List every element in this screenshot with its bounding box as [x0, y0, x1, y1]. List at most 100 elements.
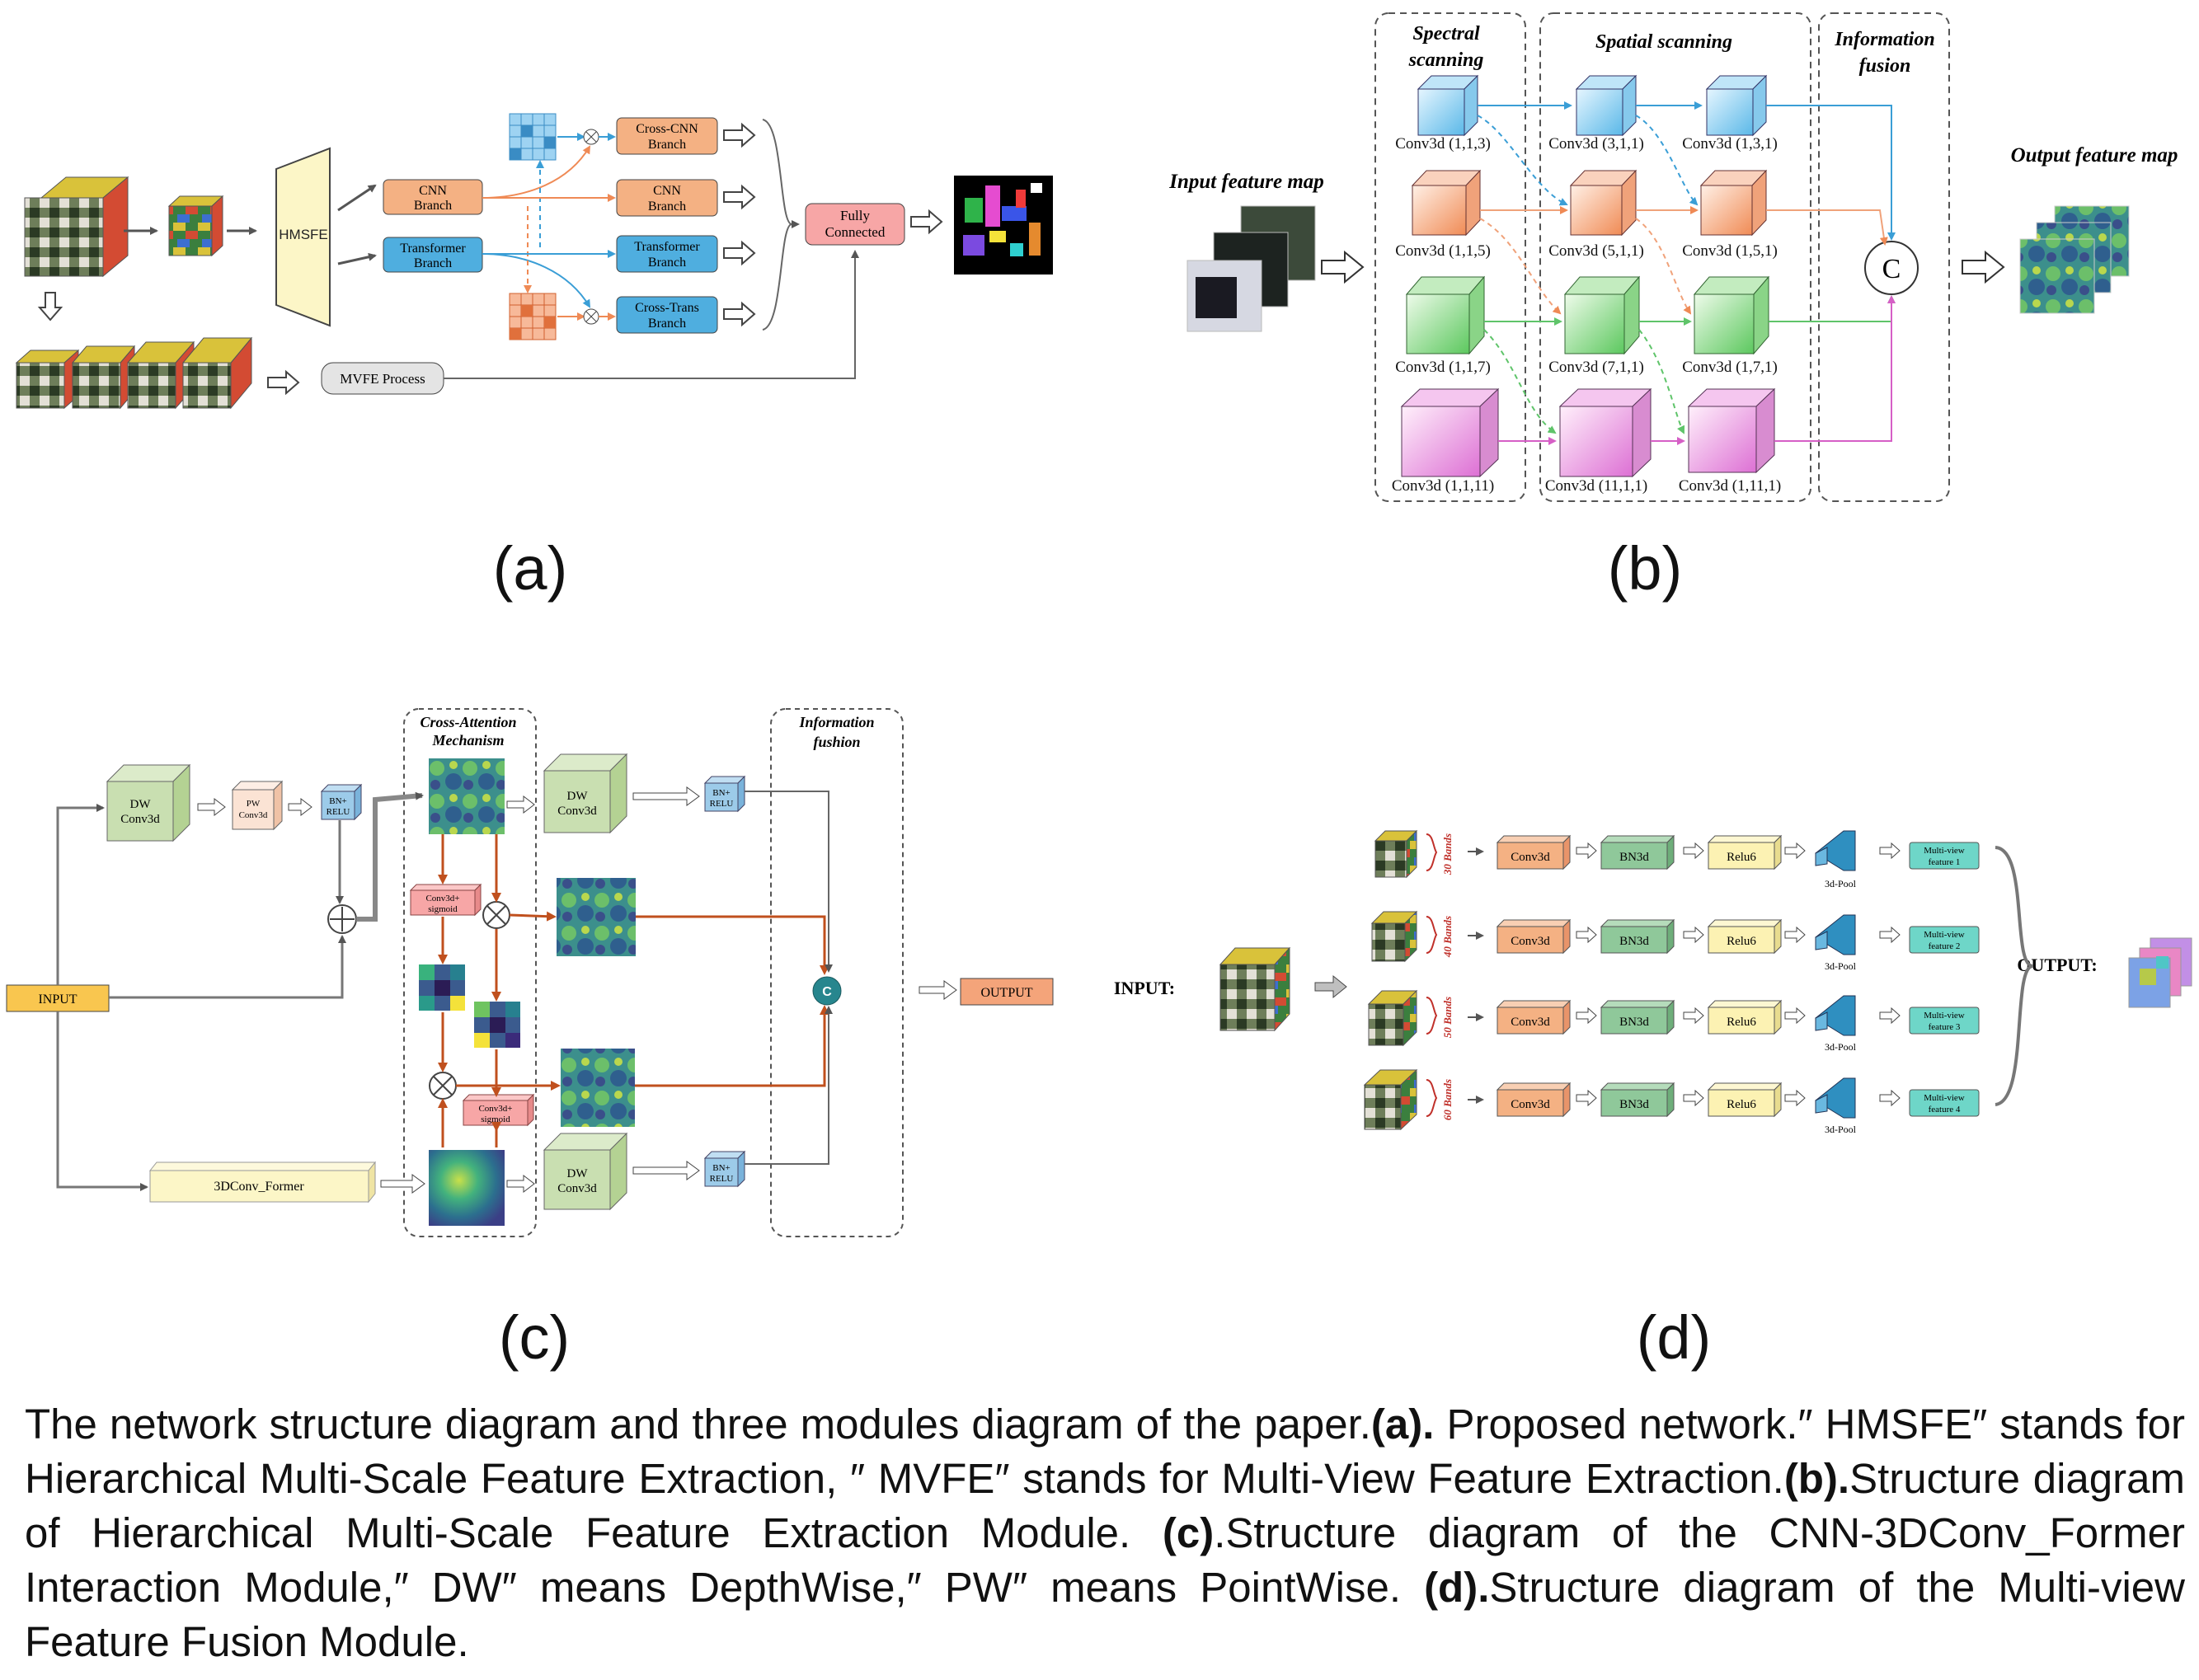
output-feature-stack — [2128, 937, 2192, 1008]
conv3d-label-4: Conv3d — [1511, 1098, 1550, 1111]
pool-icon — [1815, 995, 1856, 1036]
attention-feature-map-top — [429, 758, 505, 834]
bn3d-label-1: BN3d — [1619, 851, 1649, 864]
spectral-scanning-frame — [1374, 12, 1526, 502]
pw-conv3d — [231, 780, 284, 831]
caption-b-label: (b). — [1783, 1455, 1850, 1502]
classification-map — [954, 176, 1053, 275]
3dconv-former-block — [148, 1161, 377, 1204]
conv3d-sigmoid-bottom-label-2: sigmoid — [481, 1115, 510, 1124]
fully-connected-label-1: Fully — [840, 208, 870, 223]
conv3d-sigmoid-top — [409, 883, 482, 917]
cube-2-2 — [1569, 169, 1638, 237]
caption-d-label: (d). — [1424, 1564, 1490, 1611]
pool-icon — [1815, 1077, 1856, 1119]
panel-c: Cross-Attention Mechanism Information fu… — [6, 708, 1054, 1372]
conv-label-1-1: Conv3d (1,1,3) — [1395, 135, 1491, 153]
blue-attention-grid — [509, 113, 557, 161]
conv3d-sigmoid-bottom-label-1: Conv3d+ — [478, 1104, 512, 1114]
panel-d: INPUT: OUTPUT: 30 Bands Conv3d BN3d — [1114, 829, 2192, 1372]
caption-part-3: Structure diagram of Hierarchical Multi-… — [25, 1455, 2185, 1556]
diagram-canvas: HMSFE CNN Branch Transformer Branch — [6, 12, 2192, 1372]
conv3d-label-1: Conv3d — [1511, 851, 1550, 864]
heatmap-2 — [474, 1002, 520, 1048]
conv3d-sigmoid-top-label-2: sigmoid — [428, 904, 458, 914]
conv-label-4-2: Conv3d (11,1,1) — [1545, 477, 1647, 495]
cross-cnn-branch-box — [616, 117, 718, 155]
panel-b: Spectral scanning Spatial scanning Infor… — [1168, 12, 2178, 603]
caption-a-label: (a). — [1370, 1401, 1435, 1448]
conv3d-label-2: Conv3d — [1511, 935, 1550, 948]
bn3d-label-2: BN3d — [1619, 935, 1649, 948]
cnn-branch-2-label-1: CNN — [653, 184, 681, 198]
information-fushion-frame — [770, 708, 904, 1237]
spatial-scanning-frame — [1539, 12, 1811, 502]
cube-2-1 — [1411, 169, 1482, 237]
cube-3-2 — [1563, 275, 1641, 355]
cube-1-3 — [1705, 74, 1768, 137]
orange-attention-grid — [509, 293, 557, 340]
cnn-branch-label-1: CNN — [419, 184, 447, 198]
cube-1-1 — [1417, 74, 1479, 137]
relu6-label-1: Relu6 — [1727, 851, 1756, 864]
information-fusion-label-2: fusion — [1859, 55, 1911, 77]
hsi-cube-icon — [24, 176, 129, 278]
conv-label-4-1: Conv3d (1,1,11) — [1392, 477, 1494, 495]
concat-label: C — [822, 985, 832, 999]
dw-top-label-2: Conv3d — [120, 813, 160, 826]
caption-part-5: Structure diagram of the Multi-view Feat… — [25, 1564, 2185, 1665]
conv-label-2-2: Conv3d (5,1,1) — [1548, 242, 1644, 260]
information-fushion-label-1: Information — [798, 714, 874, 730]
input-feature-map-label: Input feature map — [1168, 171, 1324, 193]
spectral-scanning-label-1: Spectral — [1412, 23, 1480, 45]
concat-label: C — [1882, 254, 1901, 284]
relu6-label-2: Relu6 — [1727, 935, 1756, 948]
mvfe-row-1: 30 Bands Conv3d BN3d Relu6 3d-Pool Multi… — [1374, 829, 1980, 889]
mvfe-row-4: 60 Bands Conv3d BN3d Relu6 3d-Pool Multi… — [1363, 1068, 1980, 1135]
relu6-label-4: Relu6 — [1727, 1098, 1756, 1111]
conv-label-1-3: Conv3d (1,3,1) — [1682, 135, 1778, 153]
fully-connected-box — [805, 203, 905, 246]
cube-grid — [1400, 74, 1776, 478]
dw-top-label-1: DW — [130, 798, 152, 811]
conv3d-label-3: Conv3d — [1511, 1016, 1550, 1029]
fused-map-top — [557, 878, 636, 956]
bn-relu-bottom-label-1: BN+ — [712, 1163, 730, 1173]
dw-bottom-label-2: Conv3d — [557, 1182, 597, 1195]
multi-view-cubes — [15, 336, 253, 410]
cube-4-3 — [1687, 387, 1776, 474]
dw-conv3d-bottom — [543, 1132, 628, 1211]
conv3d-sigmoid-top-label-1: Conv3d+ — [425, 894, 459, 903]
conv-label-2-1: Conv3d (1,1,5) — [1395, 242, 1491, 260]
pool-label-1: 3d-Pool — [1825, 878, 1857, 889]
feature-2-label-2: feature 2 — [1929, 941, 1961, 951]
feature-4-label-1: Multi-view — [1924, 1093, 1965, 1103]
3dconv-former-label: 3DConv_Former — [214, 1180, 304, 1194]
pool-label-2: 3d-Pool — [1825, 960, 1857, 972]
conv-label-2-3: Conv3d (1,5,1) — [1682, 242, 1778, 260]
feature-3-label-1: Multi-view — [1924, 1011, 1965, 1021]
mvfe-row-2: 40 Bands Conv3d BN3d Relu6 3d-Pool Multi… — [1370, 910, 1980, 972]
dw-conv3d-top — [106, 763, 191, 842]
cross-attention-label-1: Cross-Attention — [420, 714, 516, 730]
dw-conv3d-right-top — [543, 753, 628, 834]
heatmap-1 — [419, 964, 465, 1011]
input-label: INPUT — [38, 993, 77, 1007]
spectral-scanning-label-2: scanning — [1408, 49, 1484, 71]
feature-3-label-2: feature 3 — [1929, 1022, 1961, 1032]
output-feature-map-label: Output feature map — [2011, 144, 2178, 167]
fused-map-bottom — [561, 1049, 635, 1127]
mvfe-process-label: MVFE Process — [340, 371, 425, 387]
input-feature-map-stack — [1186, 205, 1316, 332]
caption-part-2: Proposed network.″ HMSFE″ stands for Hie… — [25, 1401, 2185, 1502]
feature-1-label-1: Multi-view — [1924, 846, 1965, 856]
conv-label-3-3: Conv3d (1,7,1) — [1682, 359, 1778, 376]
cnn-branch-label-2: Branch — [414, 199, 452, 213]
conv-label-3-1: Conv3d (1,1,7) — [1395, 359, 1491, 376]
pool-label-3: 3d-Pool — [1825, 1041, 1857, 1053]
bn-relu-bottom — [703, 1150, 746, 1188]
patch-cube-icon — [167, 195, 224, 257]
bn-relu-right-top-label-2: RELU — [710, 799, 734, 809]
panel-c-label: (c) — [499, 1303, 570, 1372]
attention-feature-map-bottom — [429, 1150, 505, 1226]
